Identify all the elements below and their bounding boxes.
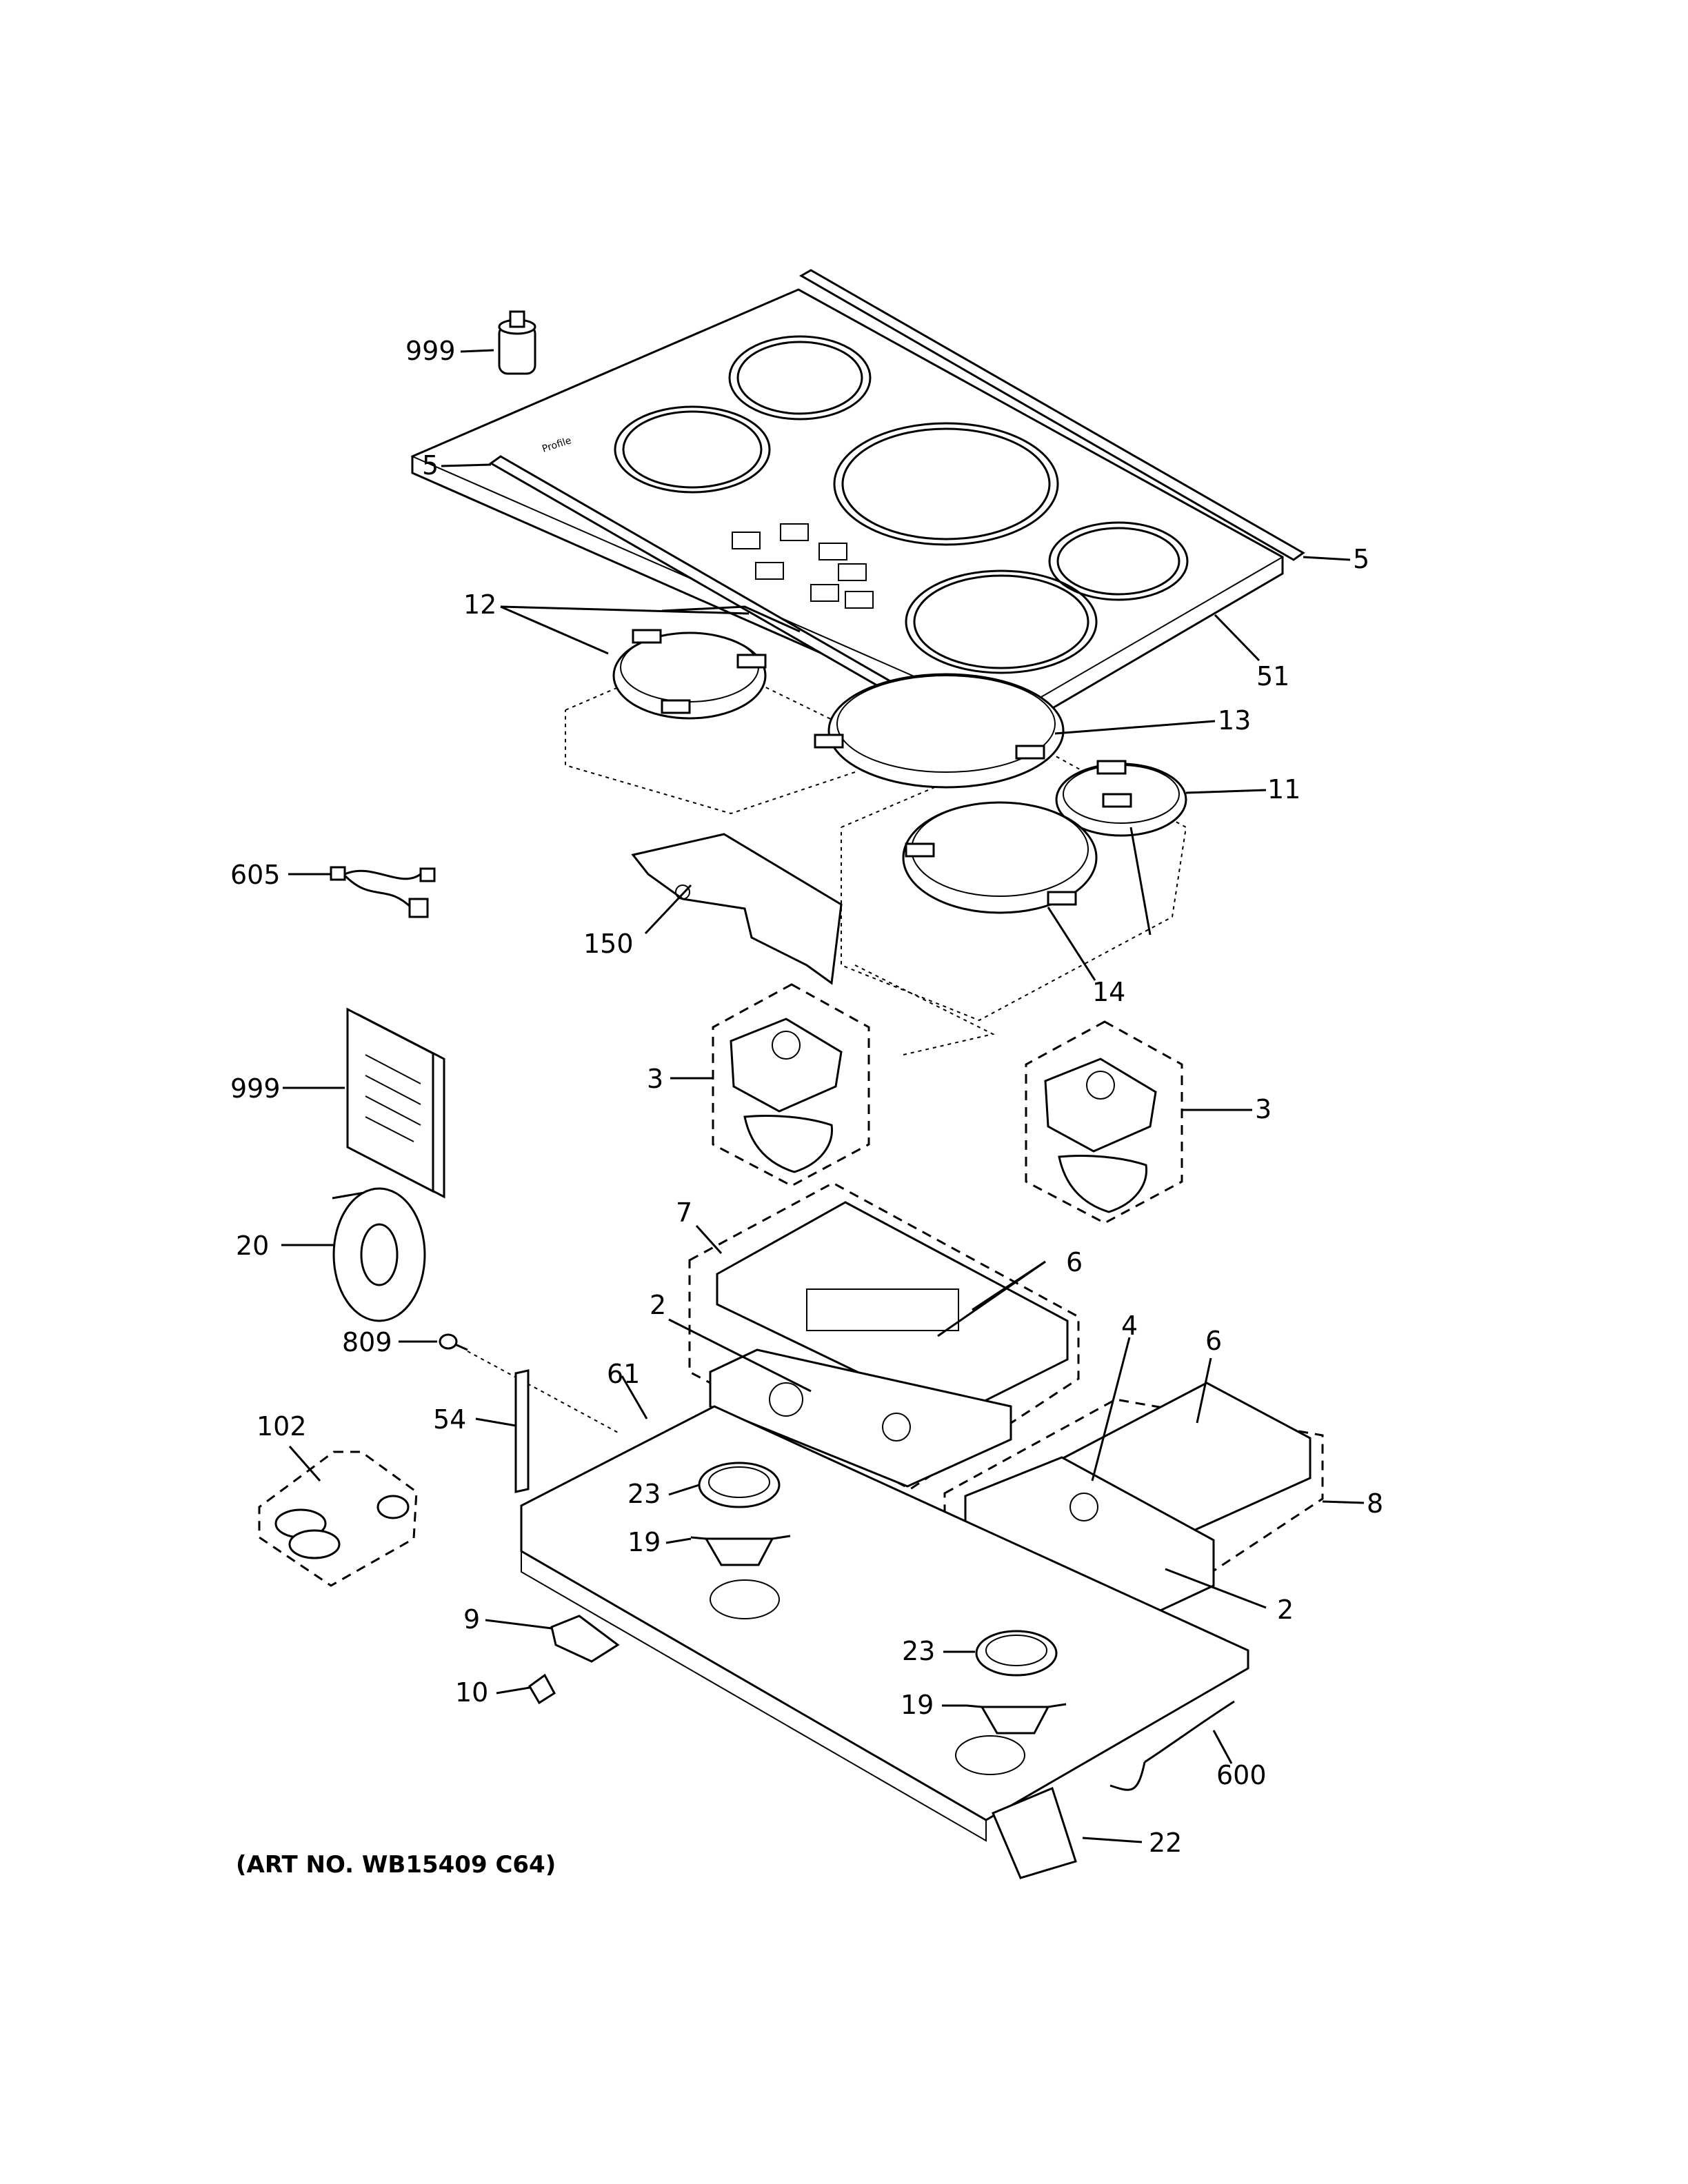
callout-3-right: 3 bbox=[1255, 1094, 1272, 1124]
induction-coil-part-11 bbox=[1055, 760, 1187, 936]
owners-manual-part-999 bbox=[346, 1007, 445, 1199]
callout-54: 54 bbox=[433, 1404, 466, 1435]
fan-part-19-left bbox=[690, 1535, 791, 1566]
callout-8: 8 bbox=[1367, 1488, 1383, 1519]
bracket-part-150 bbox=[631, 833, 843, 985]
callout-999-manual: 999 bbox=[230, 1073, 281, 1104]
callout-61: 61 bbox=[607, 1359, 640, 1389]
clip-part-10 bbox=[528, 1673, 556, 1705]
callout-600: 600 bbox=[1216, 1760, 1267, 1790]
callout-23-right: 23 bbox=[902, 1636, 935, 1666]
power-board-part-2-left bbox=[709, 1348, 1012, 1488]
induction-coil-part-14 bbox=[902, 801, 1098, 914]
callout-11: 11 bbox=[1267, 774, 1300, 805]
mounting-strip-part-54 bbox=[514, 1369, 530, 1493]
callout-7: 7 bbox=[676, 1197, 692, 1228]
callout-23-left: 23 bbox=[627, 1479, 661, 1509]
coil-assembly-right-part-3 bbox=[1025, 1020, 1183, 1224]
callout-605: 605 bbox=[230, 860, 281, 890]
callout-19-left: 19 bbox=[627, 1527, 661, 1557]
callout-2-right: 2 bbox=[1277, 1595, 1294, 1625]
bottom-enclosure-part-61 bbox=[520, 1405, 1249, 1842]
callout-12: 12 bbox=[463, 589, 496, 620]
control-module-part-7 bbox=[688, 1182, 1080, 1490]
coil-assembly-left-part-3 bbox=[712, 983, 870, 1187]
callout-51: 51 bbox=[1256, 661, 1289, 691]
callout-20: 20 bbox=[236, 1231, 269, 1261]
burner-mounting-frame bbox=[565, 652, 1187, 1055]
bracket-part-9 bbox=[550, 1615, 620, 1663]
callout-102: 102 bbox=[257, 1411, 307, 1442]
callout-3-left: 3 bbox=[647, 1064, 663, 1094]
callout-809: 809 bbox=[342, 1327, 392, 1357]
touch-controls-icon bbox=[732, 523, 874, 609]
callout-150: 150 bbox=[583, 929, 634, 959]
callout-4: 4 bbox=[1121, 1311, 1138, 1341]
art-number-caption: (ART NO. WB15409 C64) bbox=[236, 1851, 556, 1879]
callout-5-right: 5 bbox=[1353, 544, 1369, 574]
sealant-bottle-part-999 bbox=[498, 310, 536, 375]
callout-6-top: 6 bbox=[1066, 1247, 1083, 1277]
clip-bag-part-102 bbox=[258, 1450, 418, 1587]
induction-coil-part-12 bbox=[612, 605, 801, 720]
screw-part-809 bbox=[439, 1333, 621, 1435]
leader-lines bbox=[281, 349, 1365, 1843]
callout-2-left: 2 bbox=[650, 1290, 666, 1320]
conduit-part-600 bbox=[1109, 1700, 1235, 1791]
callout-999-sealant: 999 bbox=[405, 336, 456, 366]
callout-9: 9 bbox=[463, 1604, 480, 1635]
callout-labels: 999 5 5 51 12 13 11 605 150 14 3 3 999 7… bbox=[230, 336, 1383, 1858]
tape-roll-part-20 bbox=[332, 1187, 426, 1322]
fan-part-19-right bbox=[966, 1703, 1067, 1735]
callout-14: 14 bbox=[1092, 977, 1125, 1007]
callout-19-right: 19 bbox=[901, 1690, 934, 1720]
label-part-22 bbox=[992, 1786, 1077, 1879]
glass-cooktop-part-51: Profile bbox=[410, 288, 1285, 736]
fan-ring-part-23-left bbox=[698, 1462, 781, 1508]
callout-22: 22 bbox=[1149, 1828, 1182, 1858]
callout-10: 10 bbox=[455, 1677, 488, 1708]
trim-strip-right-part-5 bbox=[798, 269, 1305, 561]
induction-coil-part-13 bbox=[814, 673, 1065, 789]
callout-13: 13 bbox=[1218, 705, 1251, 736]
fan-ring-part-23-right bbox=[975, 1630, 1058, 1677]
callout-5-left: 5 bbox=[422, 450, 439, 481]
callout-6-right: 6 bbox=[1205, 1326, 1222, 1356]
wire-harness-part-605 bbox=[330, 866, 436, 918]
